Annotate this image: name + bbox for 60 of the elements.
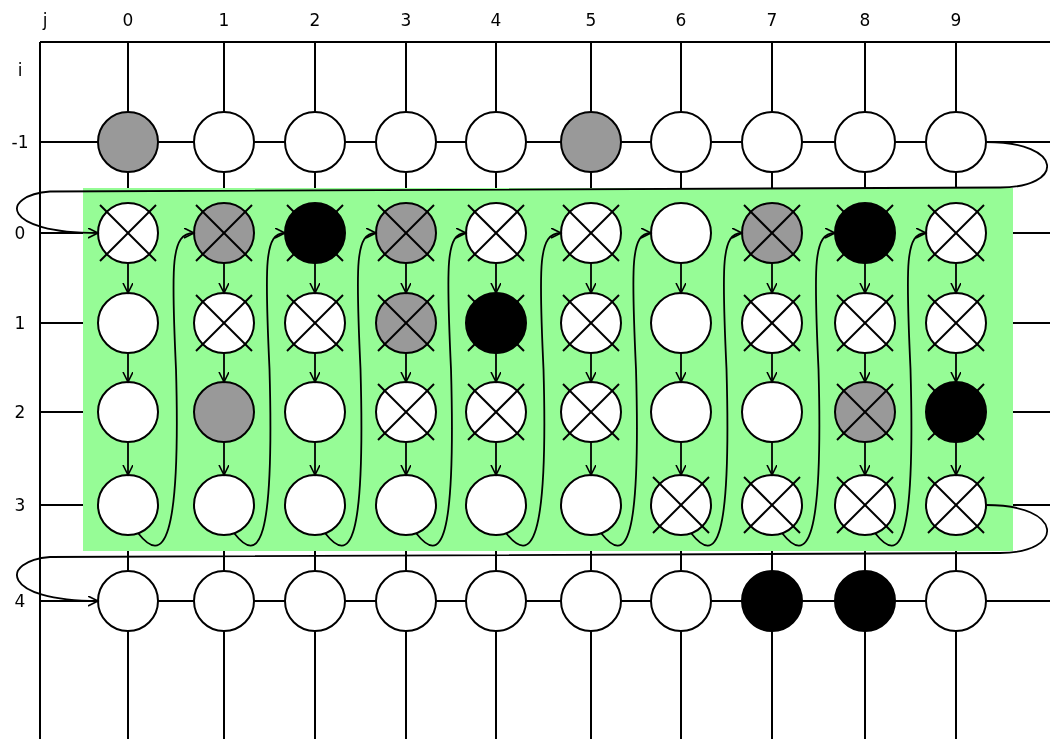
arrow (490, 441, 502, 476)
arrow (585, 441, 597, 476)
arrow (859, 262, 871, 294)
arrow (490, 262, 502, 294)
arrow (781, 228, 836, 547)
column-index-label: 4 (490, 10, 502, 30)
row-index-label: 4 (14, 591, 26, 611)
arrow (766, 262, 778, 294)
arrow (400, 352, 412, 383)
column-index-label: 2 (309, 10, 321, 30)
arrow (585, 262, 597, 294)
arrow (874, 228, 927, 547)
column-index-label: 6 (675, 10, 687, 30)
arrow (16, 504, 1048, 607)
arrow (585, 352, 597, 383)
arrow (400, 441, 412, 476)
arrow (309, 441, 321, 476)
arrow (309, 352, 321, 383)
arrow (766, 441, 778, 476)
axis-label: j (42, 10, 48, 30)
row-index-label: -1 (11, 132, 29, 152)
arrow (505, 228, 562, 547)
arrow (218, 262, 230, 294)
arrow (675, 262, 687, 294)
arrow (690, 228, 743, 547)
column-index-label: 9 (950, 10, 962, 30)
column-index-label: 5 (585, 10, 597, 30)
column-index-label: 1 (218, 10, 230, 30)
arrow (415, 228, 467, 547)
arrow (218, 352, 230, 383)
arrow (600, 228, 652, 547)
arrow (122, 441, 134, 476)
arrow (233, 228, 286, 547)
arrow (859, 441, 871, 476)
arrow (400, 262, 412, 294)
arrow (766, 352, 778, 383)
arrow (950, 352, 962, 383)
column-index-label: 3 (400, 10, 412, 30)
arrow (859, 352, 871, 383)
axis-label: i (17, 60, 23, 80)
row-index-label: 1 (14, 313, 26, 333)
arrow (309, 262, 321, 294)
arrow (16, 141, 1048, 239)
arrow (675, 352, 687, 383)
row-index-label: 2 (14, 402, 26, 422)
arrow (122, 262, 134, 294)
arrow (950, 441, 962, 476)
arrow (490, 352, 502, 383)
row-index-label: 3 (14, 495, 26, 515)
arrow (324, 228, 377, 547)
column-index-label: 7 (766, 10, 778, 30)
arrow (950, 262, 962, 294)
highlight-band (83, 188, 1012, 550)
arrow (675, 441, 687, 476)
arrow (218, 441, 230, 476)
column-index-label: 8 (859, 10, 871, 30)
arrow (122, 352, 134, 383)
column-index-label: 0 (122, 10, 134, 30)
arrow (137, 228, 195, 547)
row-index-label: 0 (14, 223, 26, 243)
